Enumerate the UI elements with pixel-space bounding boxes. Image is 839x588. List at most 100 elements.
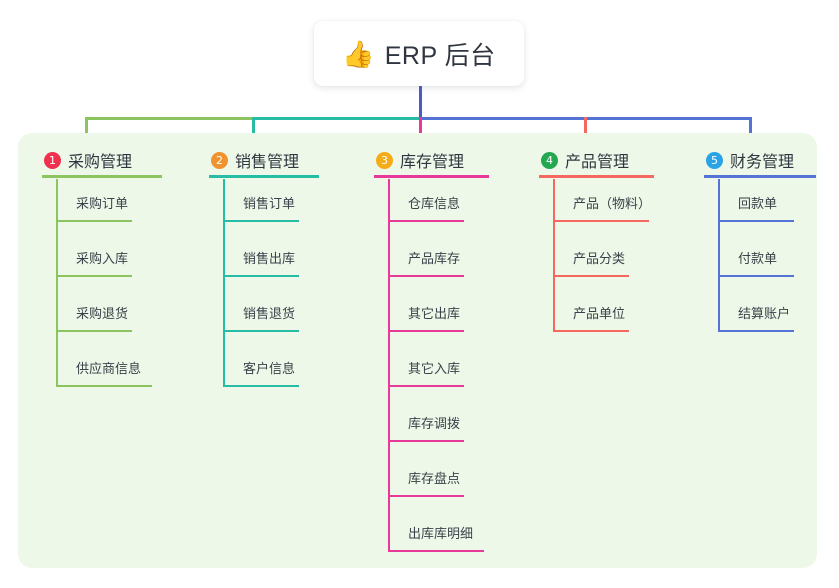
trunk-line — [419, 86, 422, 119]
leaf-item-label: 销售出库 — [243, 251, 296, 266]
leaf-item[interactable]: 结算账户 — [692, 289, 794, 344]
column-number-badge: 4 — [541, 151, 558, 169]
leaf-item-label: 库存调拨 — [408, 416, 461, 431]
drop-purchase — [85, 117, 88, 145]
leaf-item-rule — [223, 385, 299, 387]
root-title: ERP 后台 — [384, 41, 496, 70]
column-header-4[interactable]: 4 产品管理 — [527, 145, 654, 178]
leaf-item[interactable]: 客户信息 — [197, 344, 299, 399]
column-5: 5 财务管理回款单付款单结算账户 — [692, 145, 816, 344]
column-title: 财务管理 — [730, 154, 795, 171]
leaf-item-rule — [388, 220, 464, 222]
leaf-item-rule — [388, 440, 464, 442]
leaf-item-label: 其它入库 — [408, 361, 461, 376]
leaf-item[interactable]: 产品分类 — [527, 234, 629, 289]
leaf-item-label: 库存盘点 — [408, 471, 461, 486]
column-items: 采购订单采购入库采购退货供应商信息 — [30, 179, 152, 399]
leaf-item[interactable]: 销售订单 — [197, 179, 299, 234]
leaf-item-rule — [223, 330, 299, 332]
drop-sales — [252, 117, 255, 145]
leaf-item-label: 产品单位 — [573, 306, 626, 321]
leaf-item[interactable]: 销售出库 — [197, 234, 299, 289]
column-spine — [718, 179, 720, 332]
leaf-item-rule — [56, 330, 132, 332]
leaf-item-rule — [388, 495, 464, 497]
leaf-item-label: 采购入库 — [76, 251, 129, 266]
root-node[interactable]: 👍 ERP 后台 — [314, 21, 524, 86]
leaf-item[interactable]: 产品单位 — [527, 289, 629, 344]
column-header-rule — [539, 175, 654, 178]
column-2: 2 销售管理销售订单销售出库销售退货客户信息 — [197, 145, 319, 399]
leaf-item-rule — [553, 330, 629, 332]
leaf-item-label: 产品库存 — [408, 251, 461, 266]
column-number-badge: 5 — [706, 151, 723, 169]
column-4: 4 产品管理产品（物料）产品分类产品单位 — [527, 145, 654, 344]
column-header-2[interactable]: 2 销售管理 — [197, 145, 319, 178]
bus-green — [85, 117, 255, 120]
leaf-item-rule — [223, 220, 299, 222]
leaf-item[interactable]: 采购订单 — [30, 179, 132, 234]
column-header-5[interactable]: 5 财务管理 — [692, 145, 816, 178]
leaf-item-rule — [553, 220, 649, 222]
leaf-item-rule — [56, 385, 152, 387]
column-title: 采购管理 — [68, 154, 133, 171]
leaf-item[interactable]: 其它入库 — [362, 344, 464, 399]
leaf-item[interactable]: 付款单 — [692, 234, 794, 289]
drop-inventory — [419, 117, 422, 145]
leaf-item[interactable]: 销售退货 — [197, 289, 299, 344]
column-title: 产品管理 — [565, 154, 630, 171]
leaf-item-label: 客户信息 — [243, 361, 296, 376]
column-1: 1 采购管理采购订单采购入库采购退货供应商信息 — [30, 145, 162, 399]
column-title: 库存管理 — [400, 154, 465, 171]
column-title: 销售管理 — [235, 154, 300, 171]
column-header-1[interactable]: 1 采购管理 — [30, 145, 162, 178]
leaf-item[interactable]: 仓库信息 — [362, 179, 464, 234]
leaf-item-label: 销售订单 — [243, 196, 296, 211]
leaf-item-label: 销售退货 — [243, 306, 296, 321]
leaf-item-label: 出库库明细 — [408, 526, 474, 541]
leaf-item[interactable]: 回款单 — [692, 179, 794, 234]
leaf-item-label: 供应商信息 — [76, 361, 142, 376]
column-number-badge: 1 — [44, 151, 61, 169]
leaf-item[interactable]: 供应商信息 — [30, 344, 152, 399]
leaf-item-rule — [718, 275, 794, 277]
leaf-item[interactable]: 产品库存 — [362, 234, 464, 289]
leaf-item[interactable]: 出库库明细 — [362, 509, 484, 564]
leaf-item[interactable]: 其它出库 — [362, 289, 464, 344]
leaf-item[interactable]: 采购退货 — [30, 289, 132, 344]
leaf-item-rule — [718, 330, 794, 332]
leaf-item[interactable]: 产品（物料） — [527, 179, 651, 234]
column-number-badge: 2 — [211, 151, 228, 169]
leaf-item-label: 付款单 — [738, 251, 778, 266]
leaf-item-label: 仓库信息 — [408, 196, 461, 211]
leaf-item[interactable]: 库存盘点 — [362, 454, 464, 509]
leaf-item-label: 结算账户 — [738, 306, 791, 321]
column-spine — [56, 179, 58, 387]
thumbs-up-icon: 👍 — [342, 38, 375, 69]
column-items: 回款单付款单结算账户 — [692, 179, 794, 344]
column-items: 仓库信息产品库存其它出库其它入库库存调拨库存盘点出库库明细 — [362, 179, 484, 564]
leaf-item-rule — [388, 385, 464, 387]
leaf-item-rule — [388, 330, 464, 332]
column-spine — [388, 179, 390, 552]
leaf-item-label: 采购退货 — [76, 306, 129, 321]
column-spine — [553, 179, 555, 332]
leaf-item-rule — [388, 550, 484, 552]
leaf-item-rule — [56, 275, 132, 277]
column-items: 销售订单销售出库销售退货客户信息 — [197, 179, 299, 399]
leaf-item-rule — [718, 220, 794, 222]
leaf-item-rule — [56, 220, 132, 222]
leaf-item[interactable]: 采购入库 — [30, 234, 132, 289]
column-header-rule — [42, 175, 162, 178]
column-spine — [223, 179, 225, 387]
leaf-item[interactable]: 库存调拨 — [362, 399, 464, 454]
leaf-item-rule — [388, 275, 464, 277]
leaf-item-label: 回款单 — [738, 196, 778, 211]
bus-teal — [252, 117, 422, 120]
column-header-rule — [209, 175, 319, 178]
leaf-item-rule — [223, 275, 299, 277]
drop-finance — [749, 117, 752, 145]
leaf-item-rule — [553, 275, 629, 277]
